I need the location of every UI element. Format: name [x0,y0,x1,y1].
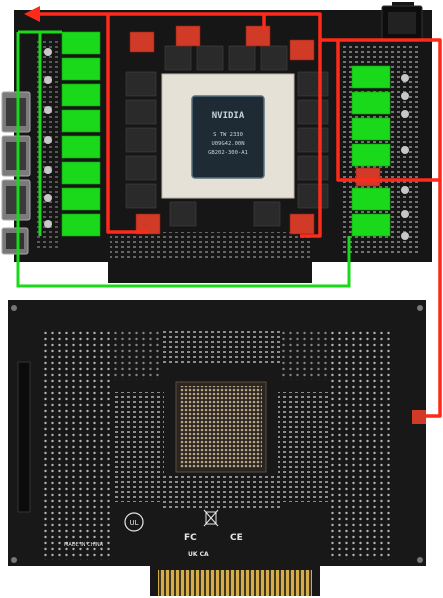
phase-highlights-right [351,65,391,237]
recycle-bin-icon [203,509,219,527]
gpu-marking-1: S TW 2330 [213,132,243,138]
mosfet-highlights [129,25,381,235]
pcb-front: NVIDIA S TW 2330 U09G42.00N GB202-300-A1 [1,2,442,418]
svg-text:UL: UL [129,519,138,527]
memory-chips-left [125,71,157,209]
back-mosfet [412,410,426,424]
fc-mark: FC [184,533,197,543]
capacitors-left [44,48,52,228]
ce-mark: CE [230,533,243,543]
gpu-die [191,95,265,179]
memory-chips-right [297,71,329,209]
mounting-holes [11,305,423,563]
arrow-head-left [24,6,40,22]
memory-chips-top [164,45,288,71]
pcb-back: MADE IN CHINA FC CE UK CA UL [8,300,426,596]
phase-highlights-left [61,31,101,237]
gpu-marking-2: U09G42.00N [211,141,244,147]
memory-chips-bottom [169,201,281,227]
gpu-marking-3: GB202-300-A1 [208,150,248,156]
capacitors-right [401,74,409,240]
io-strip [17,361,31,513]
ul-logo: UL [124,512,144,532]
power-path [32,12,442,418]
phase-outline [16,30,351,288]
gpu-brand-text: NVIDIA [212,111,245,121]
backside-memory-clusters [112,330,330,510]
made-in-text: MADE IN CHINA [64,542,104,548]
ukca-mark: UK CA [188,551,209,558]
